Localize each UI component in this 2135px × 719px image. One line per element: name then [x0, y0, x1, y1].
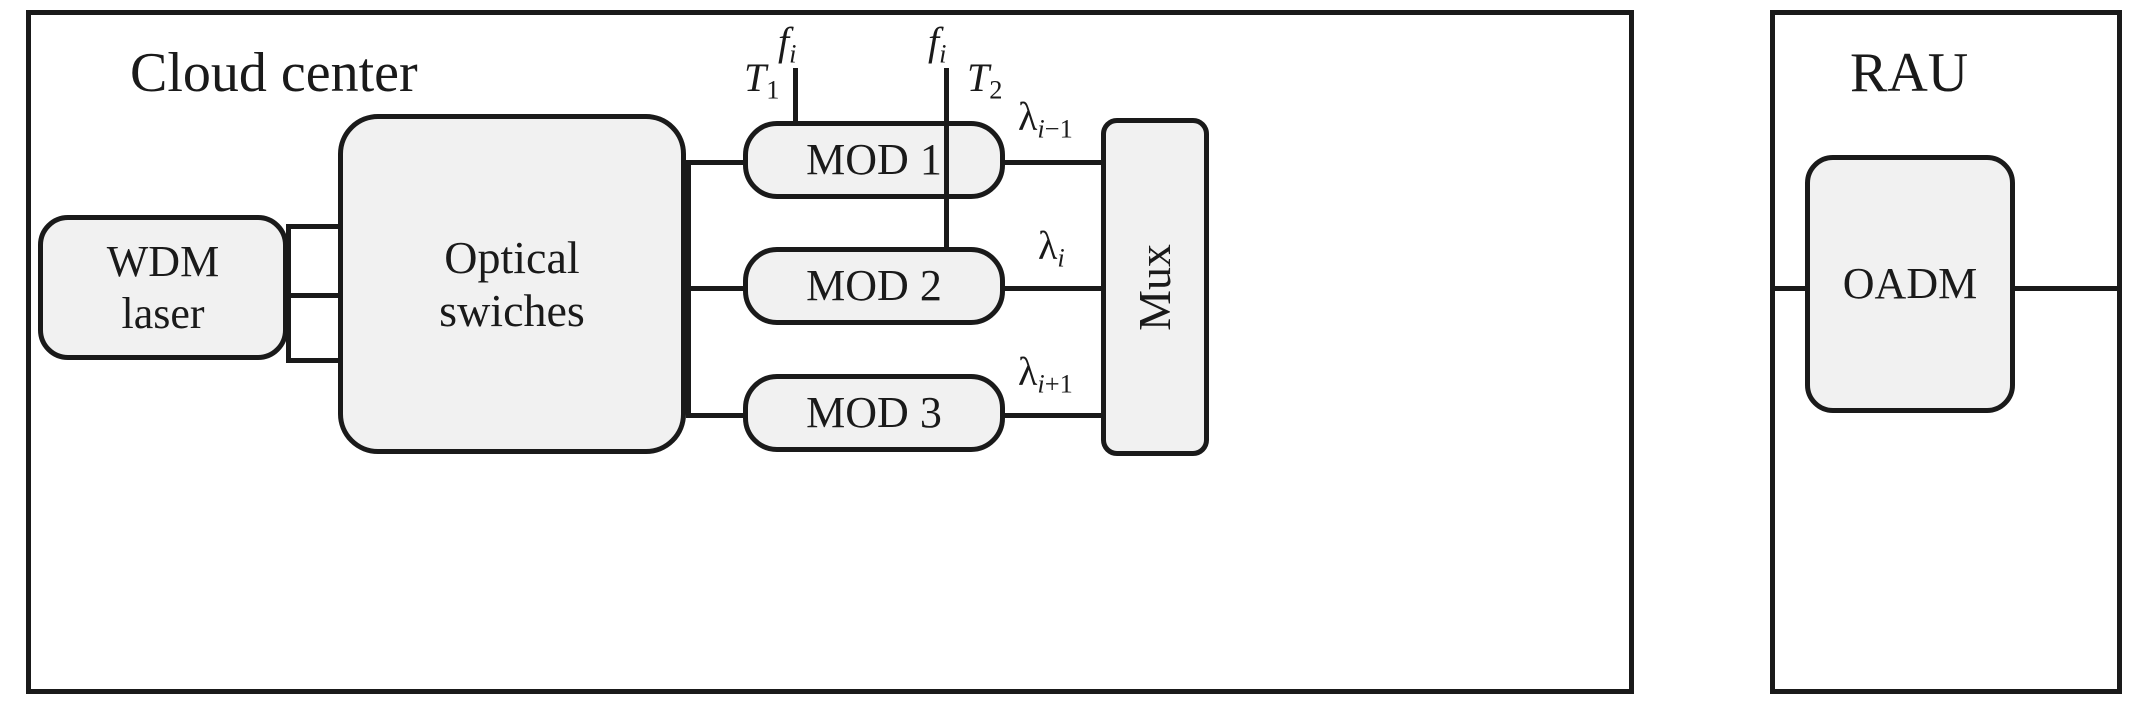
label-lambda-i-plus-1-base: λ — [1018, 349, 1038, 394]
block-wdm-laser[interactable]: WDM laser — [38, 215, 288, 360]
wire-mod1-to-mux — [1005, 160, 1101, 165]
block-optical-switches[interactable]: Optical swiches — [338, 114, 686, 454]
block-mux-label: Mux — [1129, 243, 1181, 331]
label-t2: T2 — [967, 58, 1002, 103]
block-mod-2[interactable]: MOD 2 — [743, 247, 1005, 325]
label-lambda-i-sub: i — [1057, 242, 1065, 273]
label-t2-base: T — [967, 55, 990, 100]
label-lambda-i-base: λ — [1038, 223, 1058, 268]
label-lambda-i-plus-1-suffix: +1 — [1044, 368, 1073, 399]
wire-oadm-to-rau-output — [2010, 286, 2122, 291]
wire-wdm-to-switches-lower — [286, 293, 342, 298]
label-t1: T1 — [744, 58, 779, 103]
label-fi-left-base: f — [778, 19, 790, 64]
label-fi-right-sub: i — [939, 38, 947, 69]
label-lambda-i: λi — [1038, 226, 1065, 271]
wire-fi-right-through-mod1 — [944, 121, 949, 250]
label-t1-base: T — [744, 55, 767, 100]
wire-switches-to-mod3 — [686, 413, 743, 418]
label-lambda-i-minus-1-sub: i — [1037, 113, 1045, 144]
label-lambda-i-plus-1: λi+1 — [1018, 352, 1073, 397]
label-fi-right-base: f — [928, 19, 940, 64]
block-mod-3[interactable]: MOD 3 — [743, 374, 1005, 452]
wire-fi-left-drive — [793, 68, 798, 124]
label-fi-right: fi — [928, 22, 946, 67]
wire-wdm-to-switches-bottom — [286, 358, 342, 363]
label-fi-left: fi — [778, 22, 796, 67]
label-t2-sub: 2 — [989, 74, 1003, 105]
wire-switches-to-mod1 — [686, 160, 743, 165]
wire-mod2-to-mux — [1005, 286, 1101, 291]
panel-cloud-center-title: Cloud center — [130, 42, 418, 104]
label-lambda-i-plus-1-sub: i — [1037, 368, 1045, 399]
wire-mod3-to-mux — [1005, 413, 1101, 418]
wire-rau-input-to-oadm — [1770, 286, 1810, 291]
label-t1-sub: 1 — [766, 74, 780, 105]
panel-rau-title: RAU — [1850, 42, 1969, 104]
wire-wdm-riser-lower — [286, 293, 291, 358]
label-fi-left-sub: i — [789, 38, 797, 69]
wire-wdm-riser-upper — [286, 224, 291, 293]
block-mux[interactable]: Mux — [1101, 118, 1209, 456]
block-mod-1[interactable]: MOD 1 — [743, 121, 1005, 199]
label-lambda-i-minus-1-base: λ — [1018, 94, 1038, 139]
block-oadm[interactable]: OADM — [1805, 155, 2015, 413]
wire-switches-to-mod2 — [686, 286, 743, 291]
wire-wdm-to-switches-upper — [286, 224, 342, 229]
label-lambda-i-minus-1: λi−1 — [1018, 97, 1073, 142]
label-lambda-i-minus-1-suffix: −1 — [1044, 113, 1073, 144]
